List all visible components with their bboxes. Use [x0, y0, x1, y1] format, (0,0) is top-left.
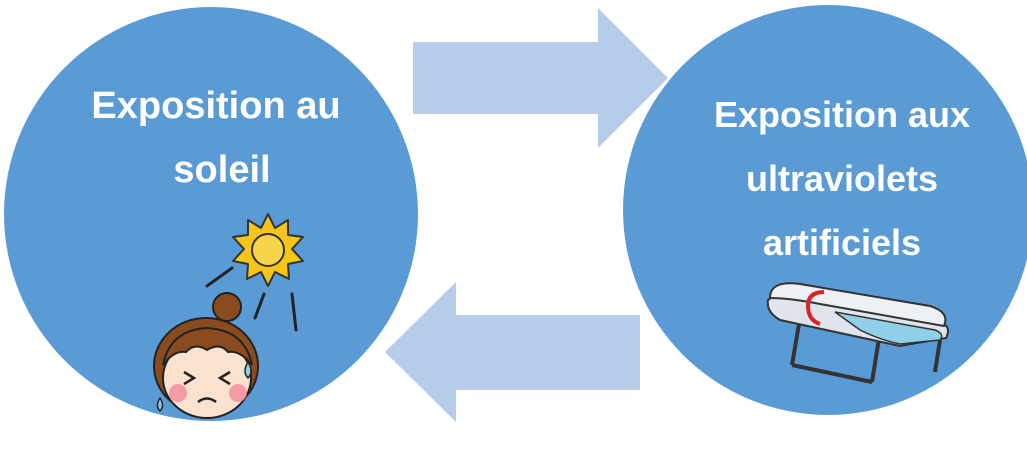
- right-circle-line-1: Exposition aux: [714, 94, 970, 135]
- left-circle-line-1: Exposition au: [91, 85, 340, 127]
- sun-rays: [205, 266, 298, 332]
- arrow-to-right: [413, 8, 668, 148]
- arrow-to-left: [385, 282, 640, 422]
- left-circle: [4, 7, 418, 421]
- sweating-face-icon: [153, 292, 259, 419]
- sun-icon: [232, 213, 304, 287]
- left-circle-line-2: soleil: [173, 149, 270, 191]
- right-circle: [623, 5, 1027, 415]
- tanning-bed-icon: [766, 282, 949, 384]
- right-circle-line-3: artificiels: [763, 222, 921, 263]
- right-circle-line-2: ultraviolets: [746, 158, 938, 199]
